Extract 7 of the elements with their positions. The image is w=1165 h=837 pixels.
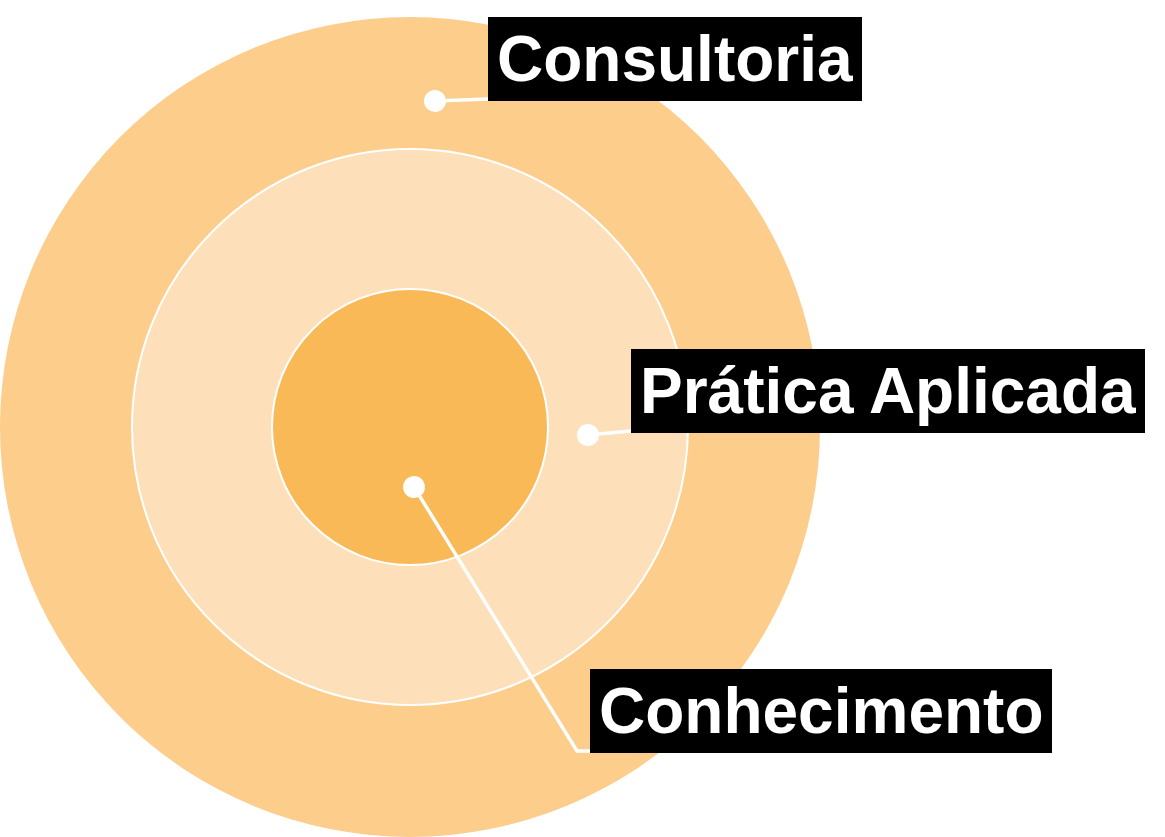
leader-line [403,476,590,753]
callout-label: Consultoria [488,17,862,101]
callout-label: Conhecimento [590,669,1053,753]
callout-label: Prática Aplicada [631,349,1145,433]
leader-line [577,424,632,446]
inner-circle [271,288,549,566]
leader-line [424,90,489,112]
